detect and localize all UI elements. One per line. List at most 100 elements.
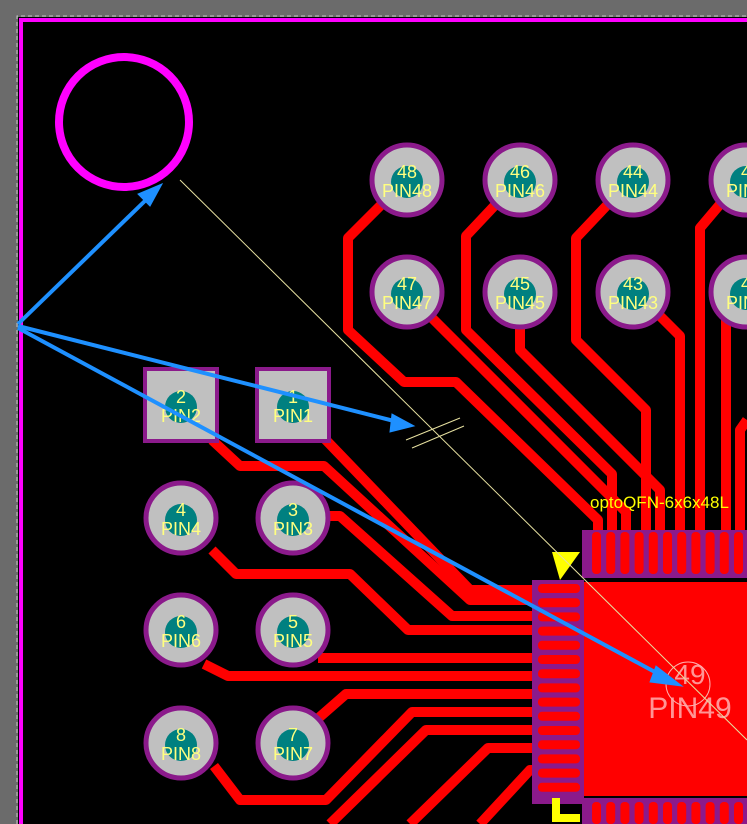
qfn-pad-top (634, 532, 644, 574)
drill-hole (391, 278, 423, 310)
qfn-pad-top (620, 532, 630, 574)
pad-number: 6 (176, 612, 186, 632)
qfn-pad-bottom (719, 802, 729, 824)
qfn-pad-top (663, 532, 672, 574)
qfn-left-pad-list (538, 584, 580, 792)
pad-number: 4 (741, 162, 747, 182)
trace-pin8 (210, 707, 548, 805)
exposed-pad-pin49[interactable] (584, 582, 747, 796)
qfn-pad-left (538, 626, 580, 636)
qfn-pad-bottom (705, 802, 715, 824)
measure-line (179, 179, 747, 741)
pin49-name: PIN49 (648, 692, 731, 725)
pad-number: 4 (176, 500, 186, 520)
pad-number: 7 (288, 725, 298, 745)
pad-name: PIN7 (273, 744, 313, 764)
pad-round (708, 254, 747, 330)
measure-break-symbol (405, 417, 465, 449)
qfn-pad-top (734, 532, 743, 574)
qfn-pad-top (677, 532, 687, 574)
pad-name: PIN46 (495, 181, 545, 201)
annotation-arrows (16, 182, 684, 687)
pad-number: 48 (397, 162, 417, 182)
pad-round (708, 142, 747, 218)
drill-hole (504, 278, 536, 310)
qfn-pad-bottom (620, 802, 630, 824)
qfn-pad-bottom (734, 802, 743, 824)
qfn-pad-bottom (648, 802, 658, 824)
pad-number: 5 (288, 612, 298, 632)
arrow-to-measure-head (389, 413, 416, 433)
qfn-pad-top (606, 532, 616, 574)
drill-hole (277, 504, 309, 536)
pad-number: 8 (176, 725, 186, 745)
pad-number: 47 (397, 274, 417, 294)
corner-mark-bottom-left (552, 798, 580, 822)
qfn-top-pad-list (592, 532, 743, 574)
qfn-bottom-pad-list (592, 802, 743, 824)
qfn-pad-bottom (677, 802, 687, 824)
pad-name: PIN1 (273, 406, 313, 426)
qfn-pad-left (538, 726, 580, 735)
pad-name: PIN45 (495, 293, 545, 313)
pad-number: 3 (288, 500, 298, 520)
pad-name: PIN6 (161, 631, 201, 651)
pad-name: PIN3 (273, 519, 313, 539)
trace-pin3 (326, 511, 548, 621)
mounting-hole[interactable] (55, 53, 193, 191)
drill-hole (277, 616, 309, 648)
pad-name: PIN47 (382, 293, 432, 313)
qfn-pad-top (719, 532, 729, 574)
qfn-pad-top (592, 532, 601, 574)
trace-pin44 (571, 198, 651, 560)
qfn-pad-bottom (634, 802, 644, 824)
qfn-pad-top (705, 532, 715, 574)
pad-name: PIN5 (273, 631, 313, 651)
qfn-pad-left (538, 655, 580, 664)
pad-number: 43 (623, 274, 643, 294)
drill-hole (165, 729, 197, 761)
trace-lower-a (326, 725, 548, 824)
pad-name: PIN4 (726, 181, 747, 201)
qfn-pad-bottom (691, 802, 701, 824)
drill-hole (165, 616, 197, 648)
qfn-pad-left (538, 584, 580, 593)
trace-pin1 (320, 434, 548, 595)
pad-square (255, 367, 331, 443)
arrow-to-hole-head (137, 182, 164, 207)
trace-pin2 (208, 436, 548, 605)
through-hole-pads[interactable]: 48PIN4846PIN4644PIN444PIN447PIN4745PIN45… (143, 142, 747, 781)
board-outline-dashed (16, 15, 747, 824)
qfn-pad-left (538, 768, 580, 778)
pad-number: 44 (623, 162, 643, 182)
pad-name: PIN4 (726, 293, 747, 313)
qfn-pad-top (648, 532, 658, 574)
pad-name: PIN48 (382, 181, 432, 201)
pad-number: 45 (510, 274, 530, 294)
pad-pin1[interactable]: 1PIN1 (255, 367, 331, 443)
qfn-pad-left (538, 740, 580, 750)
pin1-marker (552, 552, 580, 580)
pad-number: 4 (741, 274, 747, 294)
pad-number: 46 (510, 162, 530, 182)
drill-hole (391, 166, 423, 198)
arrow-to-pin49-head (649, 665, 684, 687)
trace-pin42 (695, 198, 726, 560)
qfn-pad-left (538, 669, 580, 679)
qfn-pad-left (538, 711, 580, 721)
